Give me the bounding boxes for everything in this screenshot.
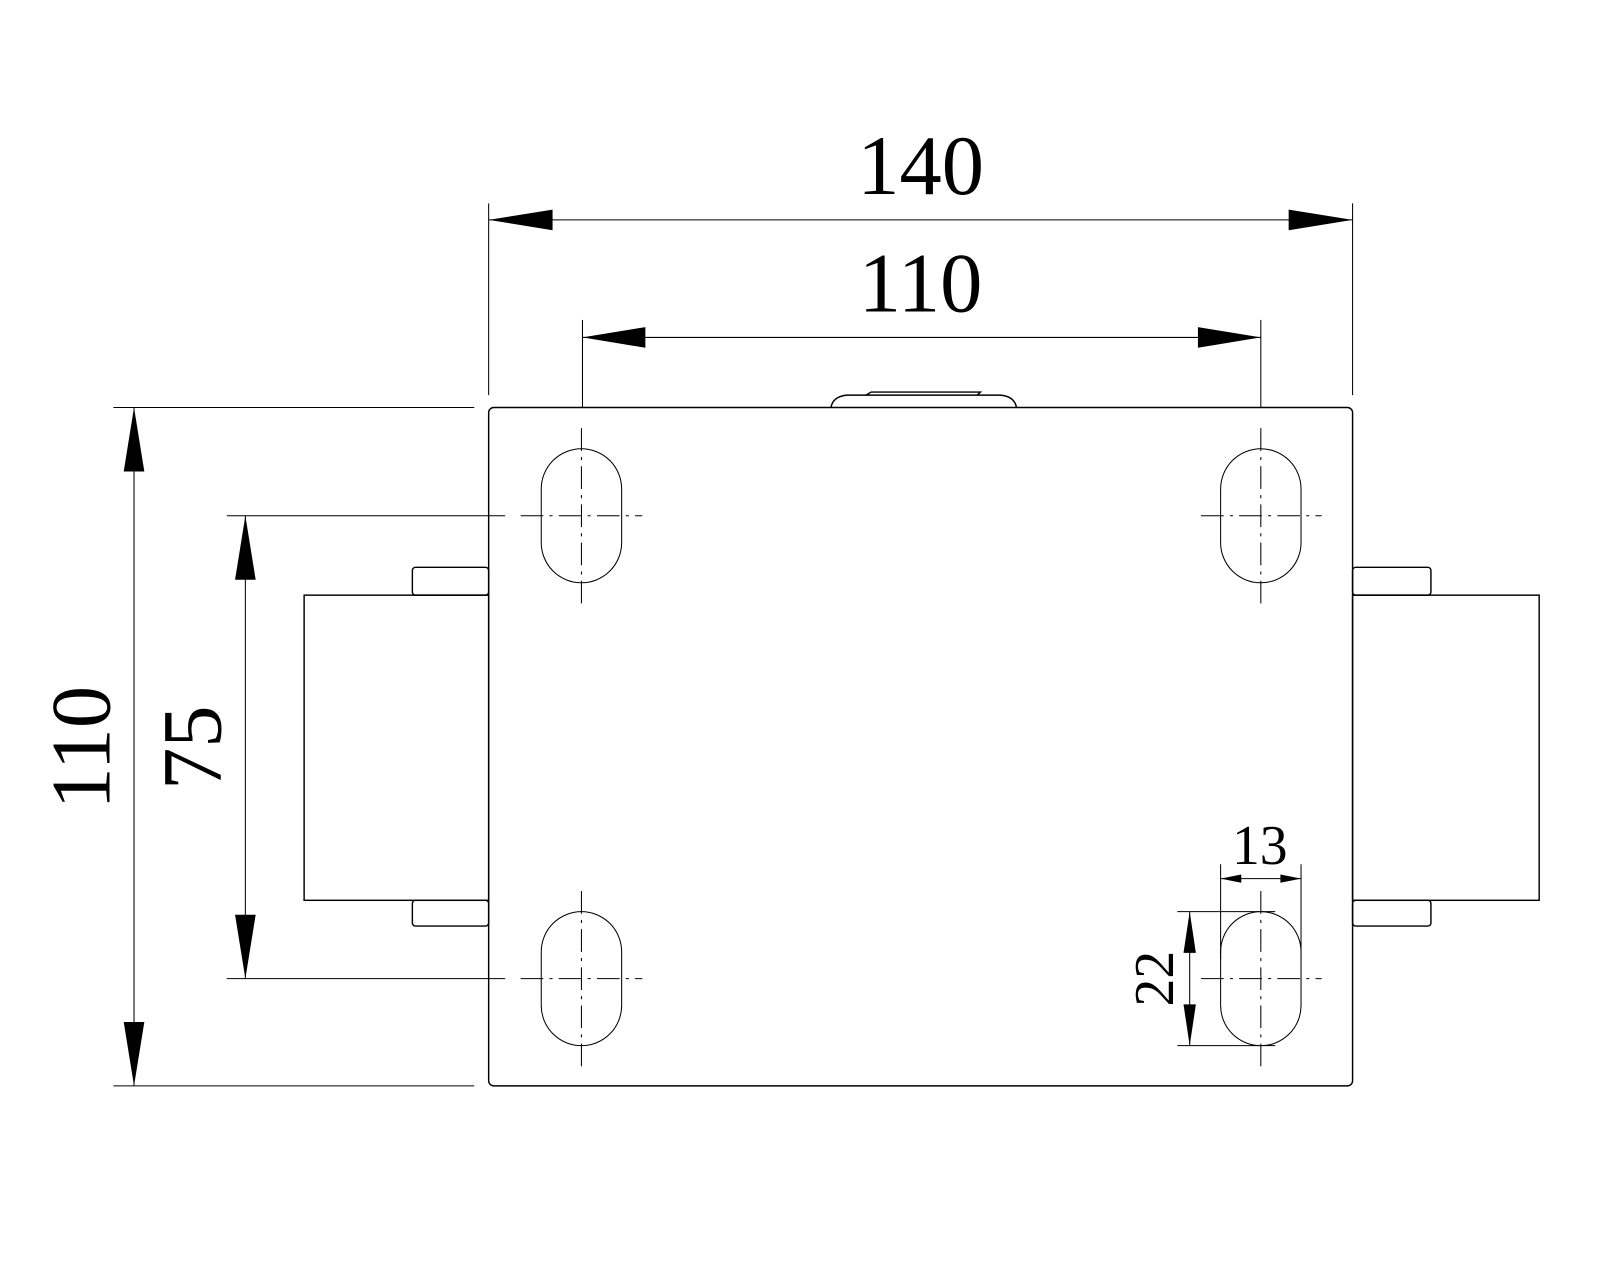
swivel-lock-tab	[830, 391, 1018, 408]
dimension-hole-spacing-width: 110	[581, 238, 1262, 408]
dimension-slot-length: 22	[1124, 911, 1276, 1047]
dim-text-140: 140	[857, 120, 984, 213]
dim-text-110-left: 110	[35, 686, 128, 810]
dimension-overall-width: 140	[488, 120, 1354, 396]
dim-text-22: 22	[1124, 951, 1186, 1007]
top-plate	[487, 406, 1354, 1087]
dim-text-75: 75	[147, 705, 240, 790]
mounting-slots	[520, 428, 1322, 1067]
dimension-slot-width: 13	[1220, 815, 1302, 960]
left-wheel	[303, 566, 490, 927]
dim-text-13: 13	[1232, 815, 1288, 877]
dim-text-110-top: 110	[859, 238, 983, 331]
right-wheel	[1351, 566, 1540, 927]
center-lines	[520, 428, 1322, 1067]
dimension-hole-spacing-length: 75	[147, 515, 506, 980]
dimension-overall-length: 110	[35, 407, 475, 1087]
